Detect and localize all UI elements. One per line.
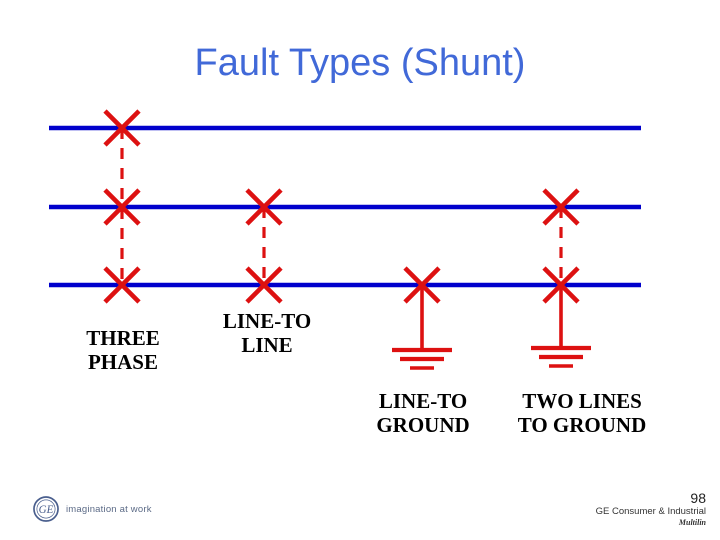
fault-label-three-phase: THREE PHASE xyxy=(86,326,160,374)
fault-x-marker xyxy=(103,109,141,147)
fault-label-two-lines-to-ground: TWO LINES TO GROUND xyxy=(517,389,647,437)
fault-label-line-to-line: LINE-TO LINE xyxy=(222,309,312,357)
fault-x-marker xyxy=(103,188,141,226)
fault-label-line-to-ground: LINE-TO GROUND xyxy=(376,389,470,437)
ground-symbol xyxy=(531,345,591,368)
footer-organization: GE Consumer & Industrial xyxy=(595,506,706,518)
ge-tagline: imagination at work xyxy=(66,503,152,515)
fault-x-marker xyxy=(245,266,283,304)
fault-types-diagram xyxy=(49,109,641,370)
footer-brand: Multilin xyxy=(678,517,706,527)
ground-symbol xyxy=(392,347,452,370)
phase-lines xyxy=(49,125,641,288)
fault-three-phase[interactable] xyxy=(103,109,141,304)
fault-x-marker xyxy=(103,266,141,304)
diagram-svg xyxy=(49,109,641,370)
fault-x-marker xyxy=(403,266,441,304)
page-title: Fault Types (Shunt) xyxy=(194,42,526,84)
fault-two-lines-to-ground[interactable] xyxy=(531,188,591,368)
footer-branding: GE imagination at work xyxy=(33,496,152,522)
ge-monogram-icon: GE xyxy=(33,496,59,522)
fault-line-to-line[interactable] xyxy=(245,188,283,304)
fault-x-marker xyxy=(542,188,580,226)
fault-x-marker xyxy=(542,266,580,304)
fault-line-to-ground[interactable] xyxy=(392,266,452,370)
footer-meta: 98 GE Consumer & Industrial Multilin xyxy=(596,490,706,528)
svg-text:GE: GE xyxy=(39,504,54,516)
page-number: 98 xyxy=(690,490,706,506)
fault-x-marker xyxy=(245,188,283,226)
